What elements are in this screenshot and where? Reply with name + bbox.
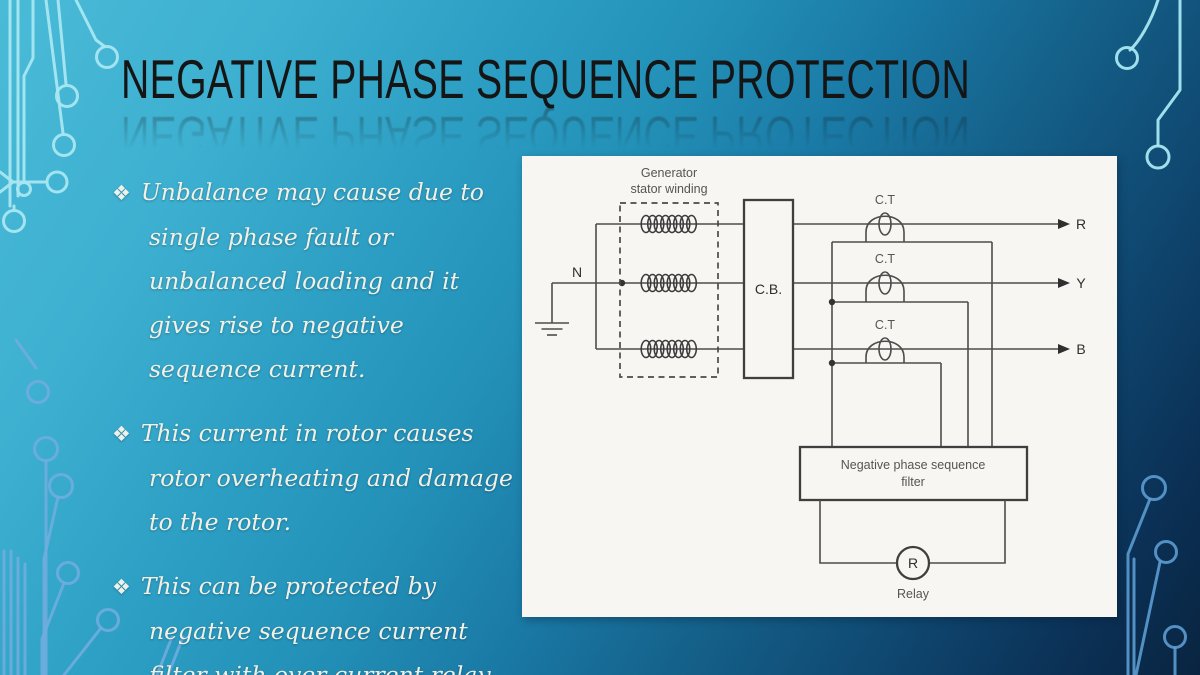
circuit-breaker-box [742, 198, 795, 380]
bullet-list: ❖ Unbalance may cause due to single phase… [112, 170, 516, 675]
phase-label-y: Y [1076, 275, 1086, 291]
ct-label-y: C.T [875, 252, 896, 266]
nps-filter: Negative phase sequence filter [798, 445, 1029, 502]
slide-title: NEGATIVE PHASE SEQUENCE PROTECTION [121, 48, 971, 110]
ct-label-r: C.T [875, 193, 896, 207]
bullet-marker-icon: ❖ [112, 181, 131, 205]
bullet-text: This can be protected by negative sequen… [140, 572, 495, 675]
generator-label-line2: stator winding [630, 182, 707, 196]
ct-secondary-wiring [828, 242, 993, 447]
bullet-item: ❖ Unbalance may cause due to single phase… [112, 170, 516, 391]
relay-label: Relay [897, 587, 930, 601]
ct-label-b: C.T [875, 318, 896, 332]
phase-arrow-y [1058, 278, 1070, 288]
bullet-marker-icon: ❖ [112, 575, 131, 599]
relay-circle [895, 545, 931, 581]
relay-symbol: R [908, 555, 918, 571]
phase-terminals: R Y B [1058, 216, 1086, 357]
bullet-text: This current in rotor causes rotor overh… [140, 419, 513, 536]
ground-icon [535, 283, 569, 336]
ct-r: C.T [832, 193, 992, 243]
phase-label-b: B [1076, 341, 1085, 357]
current-transformers: C.T C.T C.T [828, 193, 993, 447]
generator-stator-winding: Generator stator winding [619, 166, 719, 378]
nps-filter-label-line2: filter [901, 475, 925, 489]
ct-b: C.T [832, 318, 941, 364]
neutral-ground: N [535, 264, 626, 336]
neutral-label: N [572, 264, 582, 280]
ct-y: C.T [832, 252, 968, 303]
circuit-decoration-top-right [1115, 0, 1182, 170]
circuit-breaker-label: C.B. [755, 281, 782, 297]
phase-arrow-b [1058, 344, 1070, 354]
circuit-diagram: N Generator stator winding [535, 166, 1086, 601]
relay: R Relay [819, 500, 1006, 601]
bullet-text: Unbalance may cause due to single phase … [140, 178, 484, 383]
nps-filter-box [798, 445, 1029, 502]
nps-filter-label-line1: Negative phase sequence [841, 458, 986, 472]
stator-winding-dashed-box [619, 202, 719, 378]
circuit-diagram-panel: N Generator stator winding [522, 156, 1117, 617]
bullet-marker-icon: ❖ [112, 422, 131, 446]
phase-arrow-r [1058, 219, 1070, 229]
bullet-item: ❖ This can be protected by negative seque… [112, 564, 516, 675]
phase-label-r: R [1076, 216, 1086, 232]
circuit-breaker: C.B. [742, 198, 795, 380]
bullet-item: ❖ This current in rotor causes rotor over… [112, 411, 516, 544]
generator-label-line1: Generator [641, 166, 697, 180]
